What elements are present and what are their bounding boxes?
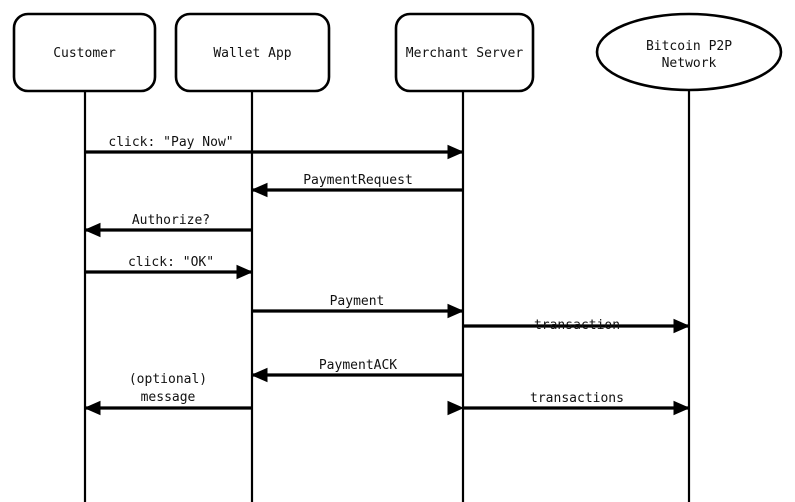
message-label-m5: Payment	[330, 294, 385, 309]
participant-label-wallet: Wallet App	[213, 46, 291, 61]
message-label-m8: (optional) message	[129, 372, 207, 405]
message-label-line: Payment	[330, 294, 385, 309]
lifelines-layer	[83, 91, 691, 502]
message-label-m4: click: "OK"	[128, 255, 214, 270]
participant-ellipse-network[interactable]	[595, 12, 783, 92]
message-label-m6: transaction	[534, 318, 620, 333]
participant-label-customer: Customer	[53, 46, 116, 61]
message-label-line: PaymentRequest	[303, 173, 413, 188]
participant-box-merchant[interactable]	[394, 12, 535, 93]
message-label-m7: PaymentACK	[319, 358, 397, 373]
message-label-line: click: "Pay Now"	[108, 135, 233, 150]
message-label-line: transactions	[530, 391, 624, 406]
message-label-line: message	[141, 390, 196, 405]
message-label-line: Authorize?	[132, 213, 210, 228]
messages-layer: click: "Pay Now" PaymentRequestAuthorize?…	[84, 135, 690, 416]
message-label-line: click: "OK"	[128, 255, 214, 270]
message-label-line: (optional)	[129, 372, 207, 387]
participant-box-customer[interactable]	[12, 12, 157, 93]
participant-label-line: Network	[662, 56, 717, 71]
message-label-m2: PaymentRequest	[303, 173, 413, 188]
message-label-m1: click: "Pay Now"	[108, 135, 233, 150]
participant-box-wallet[interactable]	[174, 12, 331, 93]
participant-label-network: Bitcoin P2P Network	[646, 39, 732, 71]
message-label-m9: transactions	[530, 391, 624, 406]
message-label-m3: Authorize?	[132, 213, 210, 228]
message-label-line: transaction	[534, 318, 620, 333]
participants-layer: Customer Wallet App Merchant Server Bitcoin…	[12, 12, 783, 93]
message-label-line: PaymentACK	[319, 358, 397, 373]
participant-label-merchant: Merchant Server	[406, 46, 524, 61]
participant-label-line: Bitcoin P2P	[646, 39, 732, 54]
